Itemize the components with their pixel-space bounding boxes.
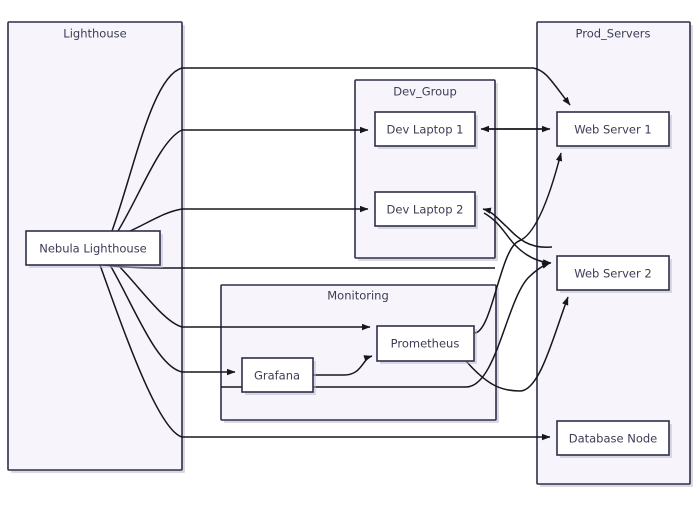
node-dev-laptop-1[interactable]: Dev Laptop 1 — [374, 111, 478, 149]
node-group: Nebula Lighthouse Dev Laptop 1 Dev Lapto… — [25, 111, 672, 458]
edge-monitoring-span-to-webserver2 — [221, 262, 551, 388]
cluster-lighthouse-label: Lighthouse — [63, 27, 126, 41]
node-prometheus-rect[interactable] — [376, 325, 475, 362]
edge-prometheus-to-webserver2 — [465, 296, 569, 392]
node-web-server-2-rect[interactable] — [556, 255, 670, 291]
cluster-dev-group-rect[interactable] — [354, 79, 496, 259]
edge-devlaptop2-to-webserver2 — [483, 212, 552, 266]
node-database-node-rect[interactable] — [556, 420, 670, 456]
edge-lighthouse-to-webserver1 — [111, 67, 571, 232]
node-prometheus-label: Prometheus — [391, 337, 460, 351]
edge-lighthouse-to-databasenode — [99, 264, 551, 441]
node-dev-laptop-1-label: Dev Laptop 1 — [387, 123, 464, 137]
node-grafana-rect[interactable] — [241, 357, 314, 393]
cluster-dev-group-label: Dev_Group — [393, 85, 457, 99]
edge-webserver2-to-devlaptop2 — [482, 207, 553, 248]
edge-lighthouse-to-grafana — [109, 264, 236, 376]
node-database-node-label: Database Node — [569, 432, 658, 446]
node-dev-laptop-1-rect[interactable] — [374, 111, 476, 147]
edge-grafana-to-prometheus — [313, 355, 373, 376]
edge-lighthouse-to-prometheus — [117, 264, 371, 331]
cluster-prod-servers-label: Prod_Servers — [576, 27, 651, 41]
node-web-server-2-label: Web Server 2 — [574, 267, 651, 281]
node-nebula-lighthouse[interactable]: Nebula Lighthouse — [25, 230, 163, 268]
node-dev-laptop-2[interactable]: Dev Laptop 2 — [374, 191, 478, 229]
node-web-server-1[interactable]: Web Server 1 — [556, 111, 672, 149]
cluster-dev-group[interactable]: Dev_Group — [354, 79, 498, 261]
edge-prometheus-to-webserver1 — [473, 152, 563, 334]
node-prometheus[interactable]: Prometheus — [376, 325, 477, 364]
node-dev-laptop-2-rect[interactable] — [374, 191, 476, 227]
node-web-server-1-rect[interactable] — [556, 111, 670, 147]
node-nebula-lighthouse-label: Nebula Lighthouse — [39, 242, 147, 256]
node-grafana-label: Grafana — [254, 369, 300, 383]
node-web-server-2[interactable]: Web Server 2 — [556, 255, 672, 293]
cluster-monitoring-label: Monitoring — [327, 289, 389, 303]
node-database-node[interactable]: Database Node — [556, 420, 672, 458]
edge-lighthouse-to-devlaptop2 — [127, 205, 369, 233]
node-grafana[interactable]: Grafana — [241, 357, 316, 395]
node-dev-laptop-2-label: Dev Laptop 2 — [387, 203, 464, 217]
node-web-server-1-label: Web Server 1 — [574, 123, 651, 137]
edge-lighthouse-to-devlaptop1 — [117, 126, 369, 232]
node-nebula-lighthouse-rect[interactable] — [25, 230, 161, 266]
